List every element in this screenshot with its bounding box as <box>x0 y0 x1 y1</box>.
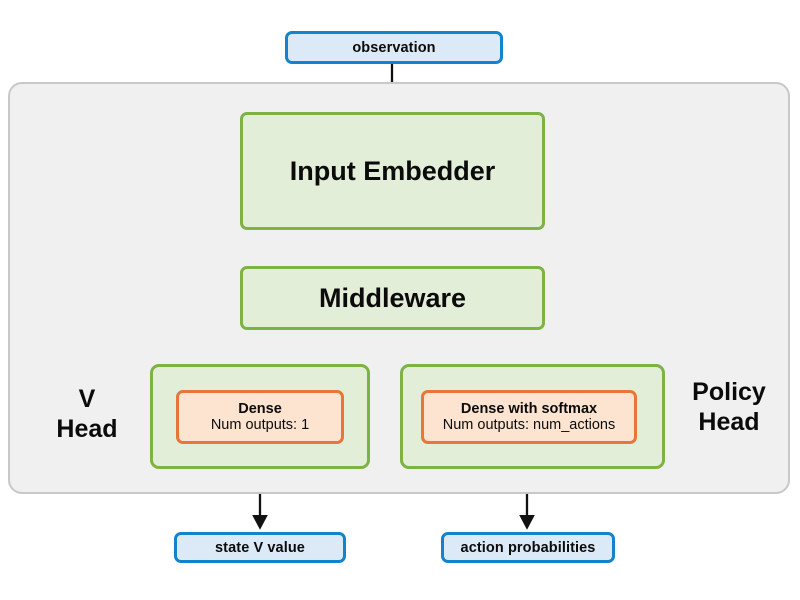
policy-head-label: Policy Head <box>672 378 786 437</box>
observation-label: observation <box>352 39 436 56</box>
v-head-label-line2: Head <box>56 414 118 443</box>
v-head-label: V Head <box>35 385 139 444</box>
middleware-node[interactable]: Middleware <box>240 266 545 330</box>
policy-head-label-line1: Policy <box>692 378 766 406</box>
policy-head-dense-title: Dense with softmax <box>460 400 598 417</box>
action-probabilities-node[interactable]: action probabilities <box>441 532 615 563</box>
v-head-label-line1: V <box>78 385 96 413</box>
v-head-dense-title: Dense <box>238 400 282 417</box>
middleware-label: Middleware <box>318 282 467 313</box>
input-embedder-label: Input Embedder <box>289 155 496 186</box>
state-v-value-label: state V value <box>215 539 305 556</box>
policy-head-dense-node[interactable]: Dense with softmax Num outputs: num_acti… <box>421 390 637 444</box>
state-v-value-node[interactable]: state V value <box>174 532 346 563</box>
action-probabilities-label: action probabilities <box>460 539 596 556</box>
v-head-dense-subtitle: Num outputs: 1 <box>210 417 310 433</box>
observation-node[interactable]: observation <box>285 31 503 64</box>
v-head-dense-node[interactable]: Dense Num outputs: 1 <box>176 390 344 444</box>
policy-head-label-line2: Head <box>698 407 760 436</box>
policy-head-dense-subtitle: Num outputs: num_actions <box>442 417 616 433</box>
input-embedder-node[interactable]: Input Embedder <box>240 112 545 230</box>
